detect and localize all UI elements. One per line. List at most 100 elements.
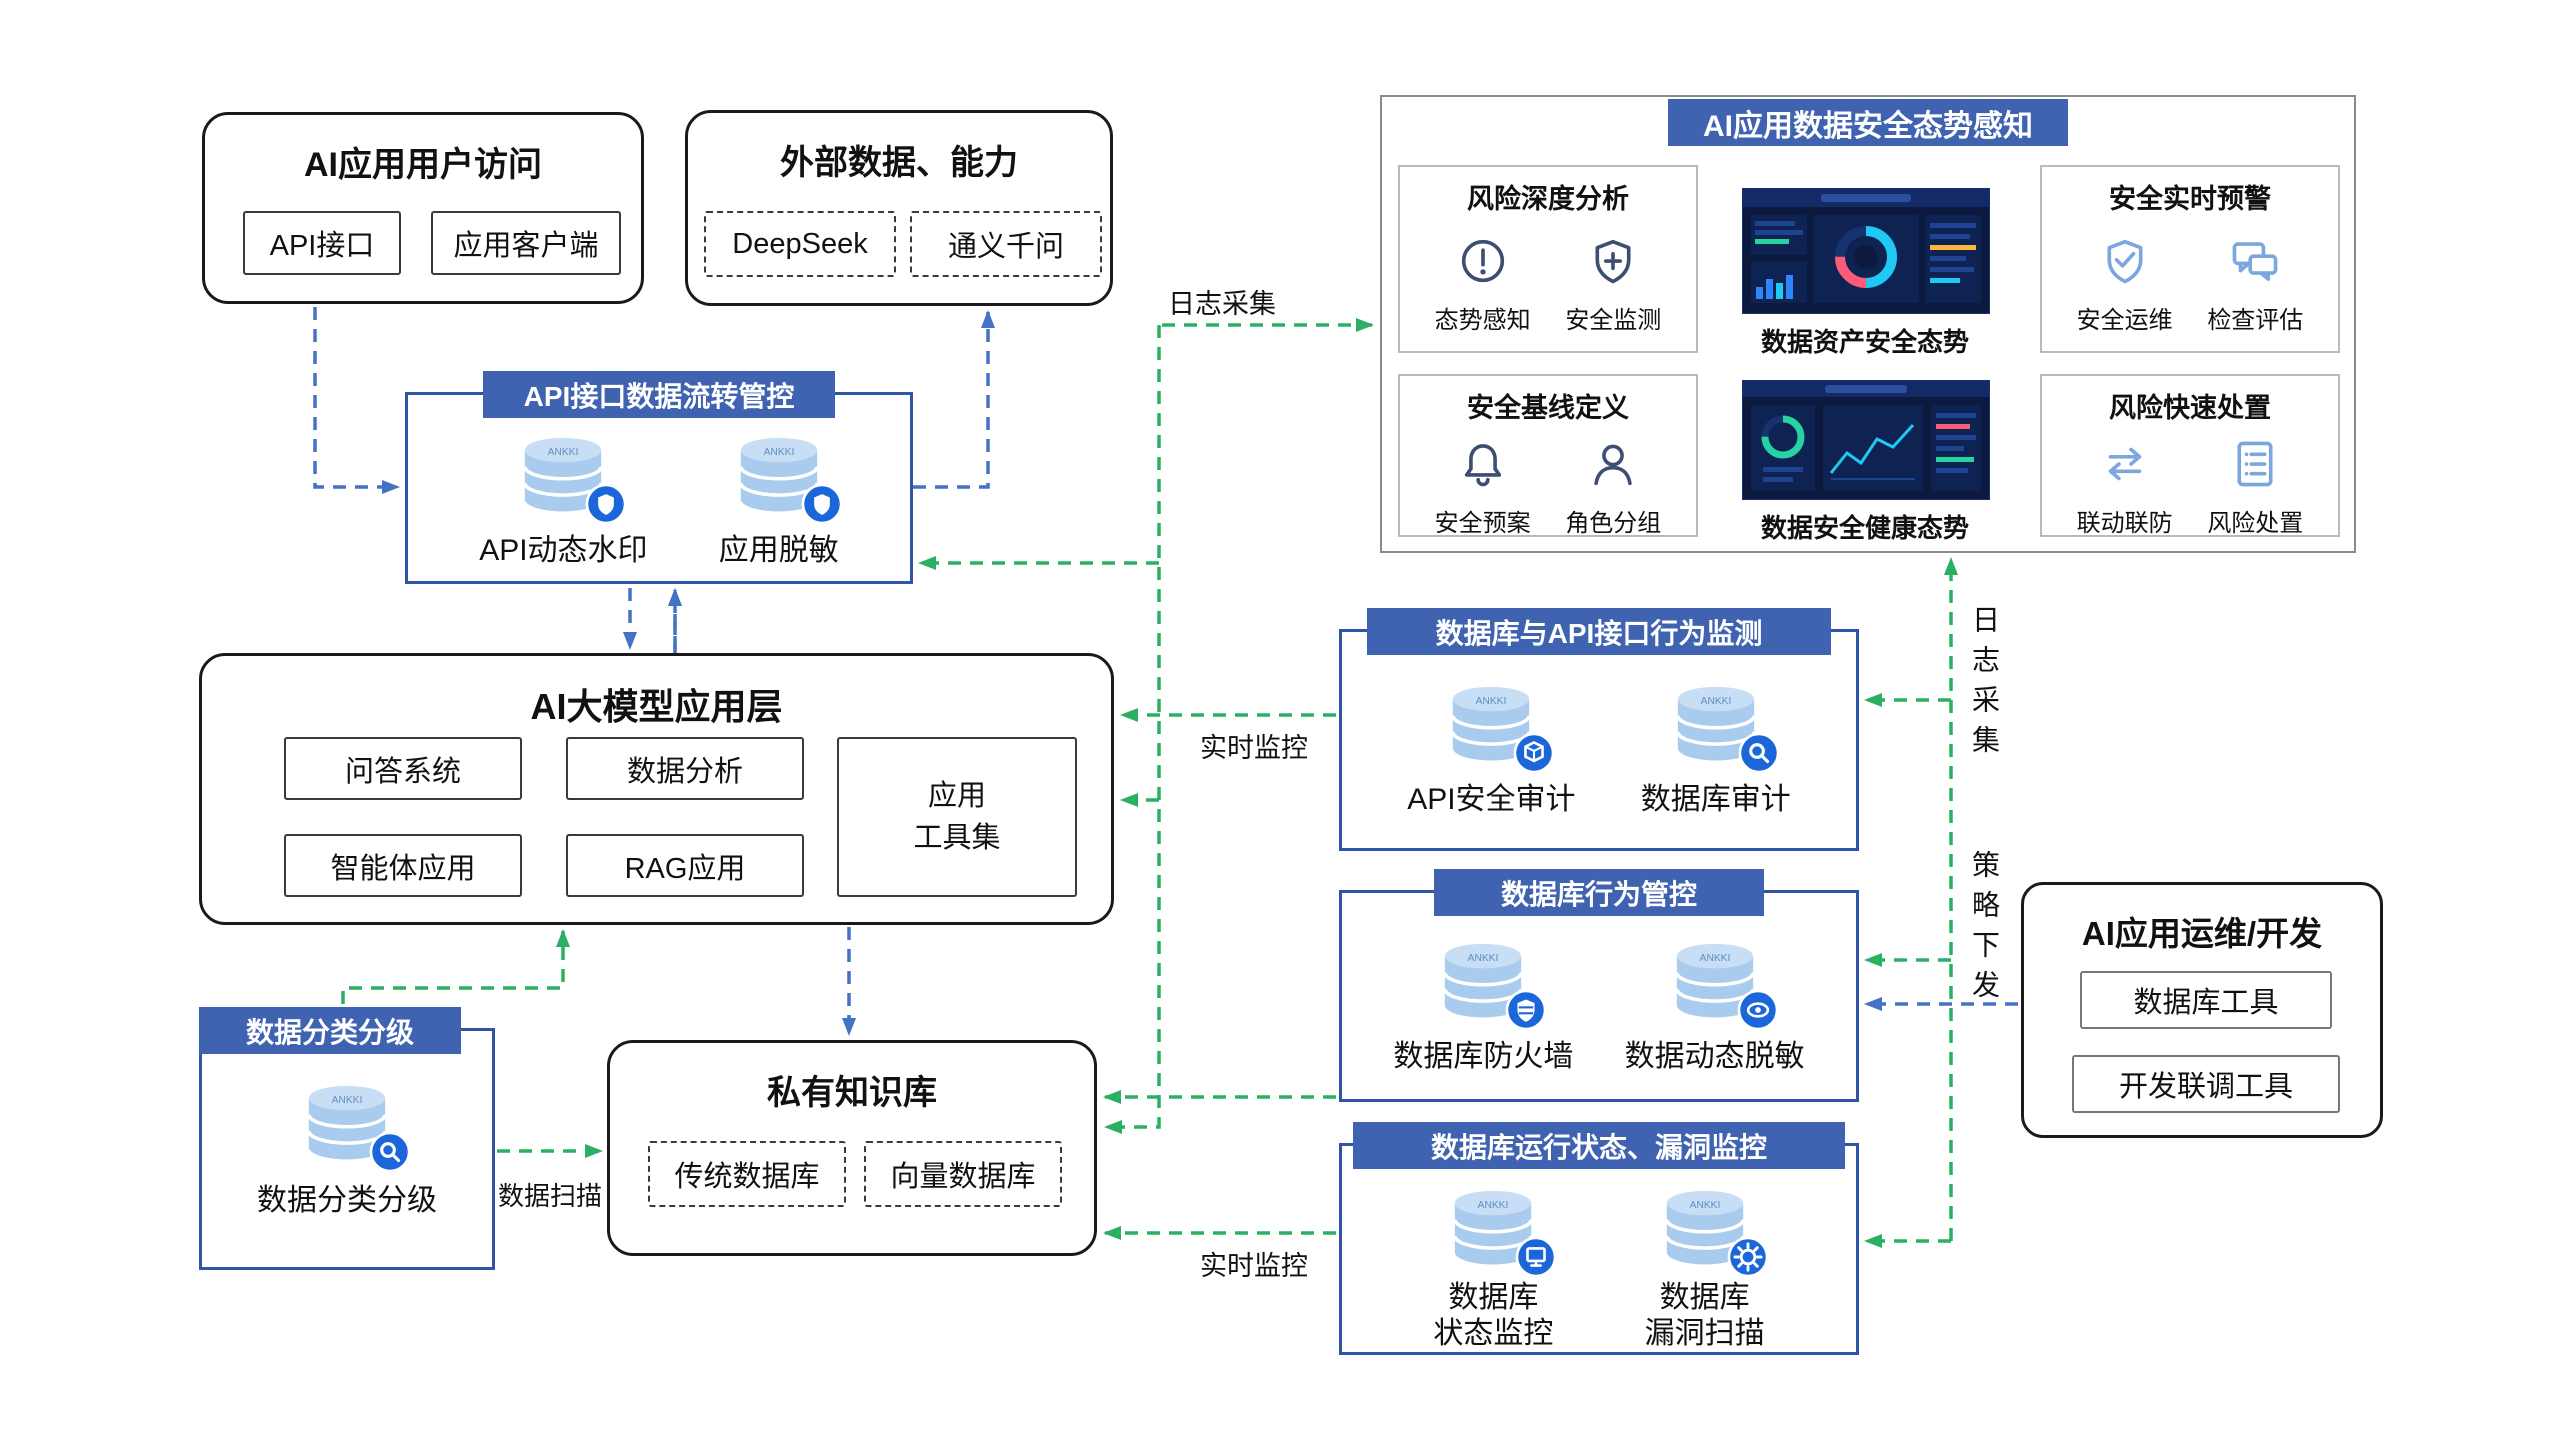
user-access-title: AI应用用户访问: [304, 146, 542, 184]
module-label: API安全审计: [1407, 783, 1576, 816]
app-client-item: 应用客户端: [431, 211, 621, 275]
health-security-screen: 数据安全健康态势: [1742, 380, 1990, 545]
module-dynamic-masking: 数据动态脱敏: [1625, 937, 1805, 1075]
panel-item-label: 安全监测: [1565, 307, 1662, 334]
panel-item: 安全预案: [1435, 435, 1531, 538]
asset-security-screen: 数据资产安全态势: [1742, 188, 1990, 359]
db-behavior-control-modules: 数据库防火墙 数据动态脱敏: [1342, 937, 1856, 1075]
alert-circle-icon: [1461, 239, 1504, 283]
module-db-firewall: 数据库防火墙: [1393, 937, 1573, 1075]
db-status-vuln-header: 数据库运行状态、漏洞监控: [1353, 1122, 1845, 1169]
app-toolset-item: 应用 工具集: [837, 737, 1077, 897]
ai-app-layer-box: AI大模型应用层 问答系统 数据分析 智能体应用 RAG应用 应用 工具集: [199, 653, 1114, 925]
log-collect-right-label: 日志采集: [1969, 605, 2000, 765]
module-label: 应用脱敏: [718, 534, 839, 567]
db-firewall-icon: [1431, 937, 1535, 1027]
db-api-monitor-modules: API安全审计 数据库审计: [1342, 680, 1856, 818]
module-label: 数据动态脱敏: [1624, 1040, 1805, 1073]
db-status-monitor-icon: [1441, 1184, 1545, 1274]
data-classify-header: 数据分类分级: [199, 1007, 461, 1054]
knowledge-base-box: 私有知识库 传统数据库 向量数据库: [607, 1040, 1097, 1256]
ops-dev-title: AI应用运维/开发: [2081, 915, 2323, 952]
screen-caption: 数据安全健康态势: [1760, 513, 1969, 543]
module-label: 数据库防火墙: [1393, 1040, 1574, 1073]
knowledge-base-title: 私有知识库: [767, 1074, 937, 1112]
db-api-monitor-box: 数据库与API接口行为监测 API安全审计 数据库审计: [1339, 608, 1859, 851]
data-scan-label: 数据扫描: [498, 1181, 603, 1211]
rag-app-item: RAG应用: [566, 834, 804, 897]
data-analysis-item: 数据分析: [566, 737, 804, 800]
panel-item-label: 风险处置: [2207, 510, 2304, 537]
swap-arrows-icon: [2108, 447, 2141, 481]
module-label-line1: 数据库: [1448, 1281, 1539, 1314]
situation-awareness-box: AI应用数据安全态势感知 风险深度分析 态势感知 安全监测 安: [1380, 95, 2356, 553]
panel-title: 风险深度分析: [1467, 184, 1629, 214]
api-security-audit-icon: [1439, 680, 1543, 770]
panel-title: 安全基线定义: [1467, 393, 1629, 423]
api-flow-header: API接口数据流转管控: [483, 371, 835, 418]
risk-analysis-panel: 风险深度分析 态势感知 安全监测: [1398, 165, 1698, 353]
db-behavior-control-header: 数据库行为管控: [1434, 869, 1764, 916]
screen-caption: 数据资产安全态势: [1760, 327, 1969, 357]
dev-debug-tools-item: 开发联调工具: [2072, 1055, 2340, 1113]
ai-app-layer-title: AI大模型应用层: [530, 686, 783, 727]
user-access-box: AI应用用户访问 API接口 应用客户端: [202, 112, 644, 304]
api-dynamic-watermark-icon: [511, 431, 615, 521]
panel-item: 检查评估: [2207, 232, 2303, 335]
panel-item: 安全监测: [1565, 232, 1661, 335]
db-audit-icon: [1664, 680, 1768, 770]
dashboard-image: [1742, 380, 1990, 500]
panel-title: 安全实时预警: [2109, 184, 2271, 214]
shield-check-icon: [2107, 239, 2143, 284]
module-vuln-scan: 数据库 漏洞扫描: [1645, 1184, 1765, 1352]
api-flow-box: API接口数据流转管控 API动态水印 应用脱敏: [405, 371, 913, 584]
panel-item-label: 安全预案: [1434, 510, 1531, 537]
deepseek-item: DeepSeek: [704, 211, 896, 277]
external-data-title: 外部数据、能力: [780, 144, 1018, 182]
bell-icon: [1464, 444, 1501, 487]
panel-item: 安全运维: [2077, 232, 2173, 335]
security-baseline-panel: 安全基线定义 安全预案 角色分组: [1398, 374, 1698, 537]
panel-item: 角色分组: [1565, 435, 1661, 538]
data-classify-label: 数据分类分级: [257, 1184, 437, 1217]
panel-item: 联动联防: [2077, 435, 2173, 538]
data-classify-box: 数据分类分级 数据分类分级: [199, 1007, 495, 1270]
db-tools-item: 数据库工具: [2080, 971, 2332, 1029]
panel-item: 风险处置: [2207, 435, 2303, 538]
module-db-audit: 数据库审计: [1641, 680, 1791, 818]
ops-dev-box: AI应用运维/开发 数据库工具 开发联调工具: [2021, 882, 2383, 1138]
db-status-vuln-box: 数据库运行状态、漏洞监控 数据库 状态监控 数据库 漏: [1339, 1122, 1859, 1355]
panel-item-label: 角色分组: [1565, 510, 1662, 537]
app-masking-icon: [727, 431, 831, 521]
module-api-watermark: API动态水印: [479, 431, 648, 569]
realtime-warning-panel: 安全实时预警 安全运维 检查评估: [2040, 165, 2340, 353]
api-interface-item: API接口: [243, 211, 401, 275]
situation-title-bar: AI应用数据安全态势感知: [1668, 99, 2068, 146]
module-label-line2: 状态监控: [1433, 1317, 1554, 1350]
chat-icon: [2232, 242, 2278, 281]
panel-item-label: 联动联防: [2076, 510, 2173, 537]
panel-item-label: 态势感知: [1434, 307, 1531, 334]
log-collect-top-label: 日志采集: [1168, 289, 1276, 319]
app-toolset-line2: 工具集: [913, 822, 1001, 854]
tongyi-item: 通义千问: [910, 211, 1102, 277]
app-toolset-line1: 应用: [927, 780, 986, 812]
user-icon: [1594, 444, 1633, 486]
data-classify-icon: [295, 1079, 399, 1169]
panel-title: 风险快速处置: [2109, 393, 2271, 423]
realtime-monitor-label-2: 实时监控: [1200, 1251, 1308, 1281]
module-label: 数据库审计: [1640, 783, 1791, 816]
panel-item-label: 安全运维: [2076, 307, 2173, 334]
vector-db-item: 向量数据库: [864, 1141, 1062, 1207]
shield-plus-icon: [1595, 239, 1631, 284]
policy-push-label: 策略下发: [1969, 850, 2000, 1010]
green-connectors: [341, 318, 1958, 1248]
external-data-box: 外部数据、能力 DeepSeek 通义千问: [685, 110, 1113, 306]
panel-item: 态势感知: [1435, 232, 1531, 335]
module-app-masking: 应用脱敏: [719, 431, 839, 569]
module-status-monitor: 数据库 状态监控: [1433, 1184, 1553, 1352]
db-vuln-scan-icon: [1653, 1184, 1757, 1274]
checklist-icon: [2237, 441, 2273, 487]
db-behavior-control-box: 数据库行为管控 数据库防火墙 数据动态脱敏: [1339, 869, 1859, 1102]
